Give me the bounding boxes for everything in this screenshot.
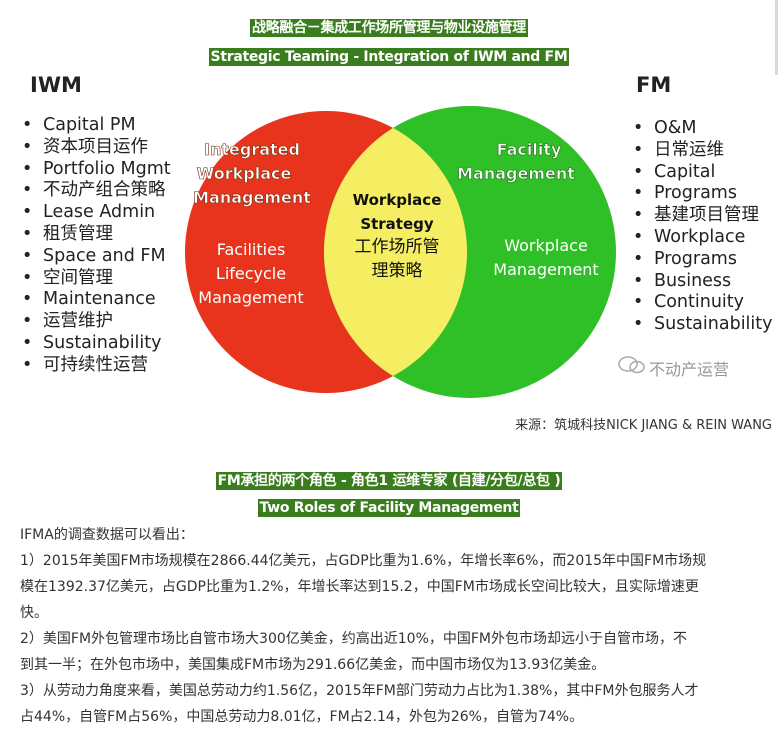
p3-line-2: 占44%，自管FM占56%，中国总劳动力8.01亿，FM占2.14，外包为26%… [20, 709, 584, 725]
fm-list-item: 日常运维 [633, 140, 773, 162]
iwm-list-item: Sustainability [22, 333, 171, 355]
right-heading-1: Facility [497, 140, 562, 159]
center-line-1: Workplace [353, 191, 442, 209]
center-line-4: 理策略 [372, 261, 423, 281]
scrollbar[interactable] [775, 0, 778, 75]
fm-list-item: O&M [633, 118, 773, 140]
right-sub-2: Management [493, 260, 598, 279]
iwm-list-item: 空间管理 [22, 268, 171, 290]
section2-title-en: Two Roles of Facility Management [257, 499, 521, 517]
venn-circle-right [324, 106, 616, 398]
iwm-list-item: Space and FM [22, 246, 171, 268]
p2-line-1: 2）美国FM外包管理市场比自管市场大300亿美金，约高出近10%，中国FM外包市… [20, 631, 688, 647]
header-title-cn: 战略融合－集成工作场所管理与物业设施管理 [250, 19, 528, 37]
iwm-list-item: Portfolio Mgmt [22, 159, 171, 181]
fm-list: O&M日常运维CapitalPrograms基建项目管理WorkplacePro… [633, 118, 773, 336]
fm-title: FM [636, 73, 672, 97]
p1-line-3: 快。 [20, 605, 48, 621]
iwm-title: IWM [30, 73, 82, 97]
iwm-list-item: Maintenance [22, 289, 171, 311]
iwm-list-item: 运营维护 [22, 311, 171, 333]
p1-line-1: 1）2015年美国FM市场规模在2866.44亿美元，占GDP比重为1.6%，年… [20, 553, 707, 569]
wechat-icon [617, 355, 647, 379]
center-line-2: Strategy [360, 215, 434, 233]
left-heading-1: Integrated [204, 140, 300, 159]
venn-circle-left [185, 111, 467, 393]
section2-title-cn: FM承担的两个角色 - 角色1 运维专家 (自建/分包/总包 ) [215, 472, 563, 490]
header-title-en: Strategic Teaming - Integration of IWM a… [208, 48, 570, 66]
iwm-list-item: Lease Admin [22, 202, 171, 224]
fm-list-item: 基建项目管理 [633, 205, 773, 227]
fm-list-item: Programs [633, 249, 773, 271]
watermark: 不动产运营 [617, 355, 729, 380]
iwm-list-item: 租赁管理 [22, 224, 171, 246]
iwm-list-item: 不动产组合策略 [22, 180, 171, 202]
iwm-list: Capital PM资本项目运作Portfolio Mgmt不动产组合策略Lea… [22, 115, 171, 377]
left-heading-2: Workplace [197, 164, 292, 183]
fm-list-item: Programs [633, 183, 773, 205]
left-sub-2: Lifecycle [216, 264, 286, 283]
iwm-list-item: 资本项目运作 [22, 137, 171, 159]
article-body: IFMA的调查数据可以看出： 1）2015年美国FM市场规模在2866.44亿美… [20, 522, 770, 730]
left-sub-3: Management [198, 288, 303, 307]
center-line-3: 工作场所管 [355, 237, 440, 257]
left-sub-1: Facilities [217, 240, 286, 259]
fm-list-item: Sustainability [633, 314, 773, 336]
venn-intersection [324, 111, 467, 393]
p1-line-2: 模在1392.37亿美元，占GDP比重为1.2%，年增长率达到15.2，中国FM… [20, 579, 699, 595]
p2-line-2: 到其一半；在外包市场中，美国集成FM市场为291.66亿美金，而中国市场仅为13… [20, 657, 606, 673]
p3-line-1: 3）从劳动力角度来看，美国总劳动力约1.56亿，2015年FM部门劳动力占比为1… [20, 683, 699, 699]
fm-list-item: Workplace [633, 227, 773, 249]
fm-list-item: Capital [633, 162, 773, 184]
left-heading-3: Management [193, 188, 311, 207]
watermark-text: 不动产运营 [649, 360, 730, 379]
source-credit: 来源：筑城科技NICK JIANG & REIN WANG [515, 418, 772, 433]
right-sub-1: Workplace [504, 236, 588, 255]
iwm-list-item: 可持续性运营 [22, 355, 171, 377]
fm-list-item: Business [633, 271, 773, 293]
right-heading-2: Management [457, 164, 575, 183]
fm-list-item: Continuity [633, 292, 773, 314]
iwm-list-item: Capital PM [22, 115, 171, 137]
intro-line: IFMA的调查数据可以看出： [20, 527, 194, 543]
